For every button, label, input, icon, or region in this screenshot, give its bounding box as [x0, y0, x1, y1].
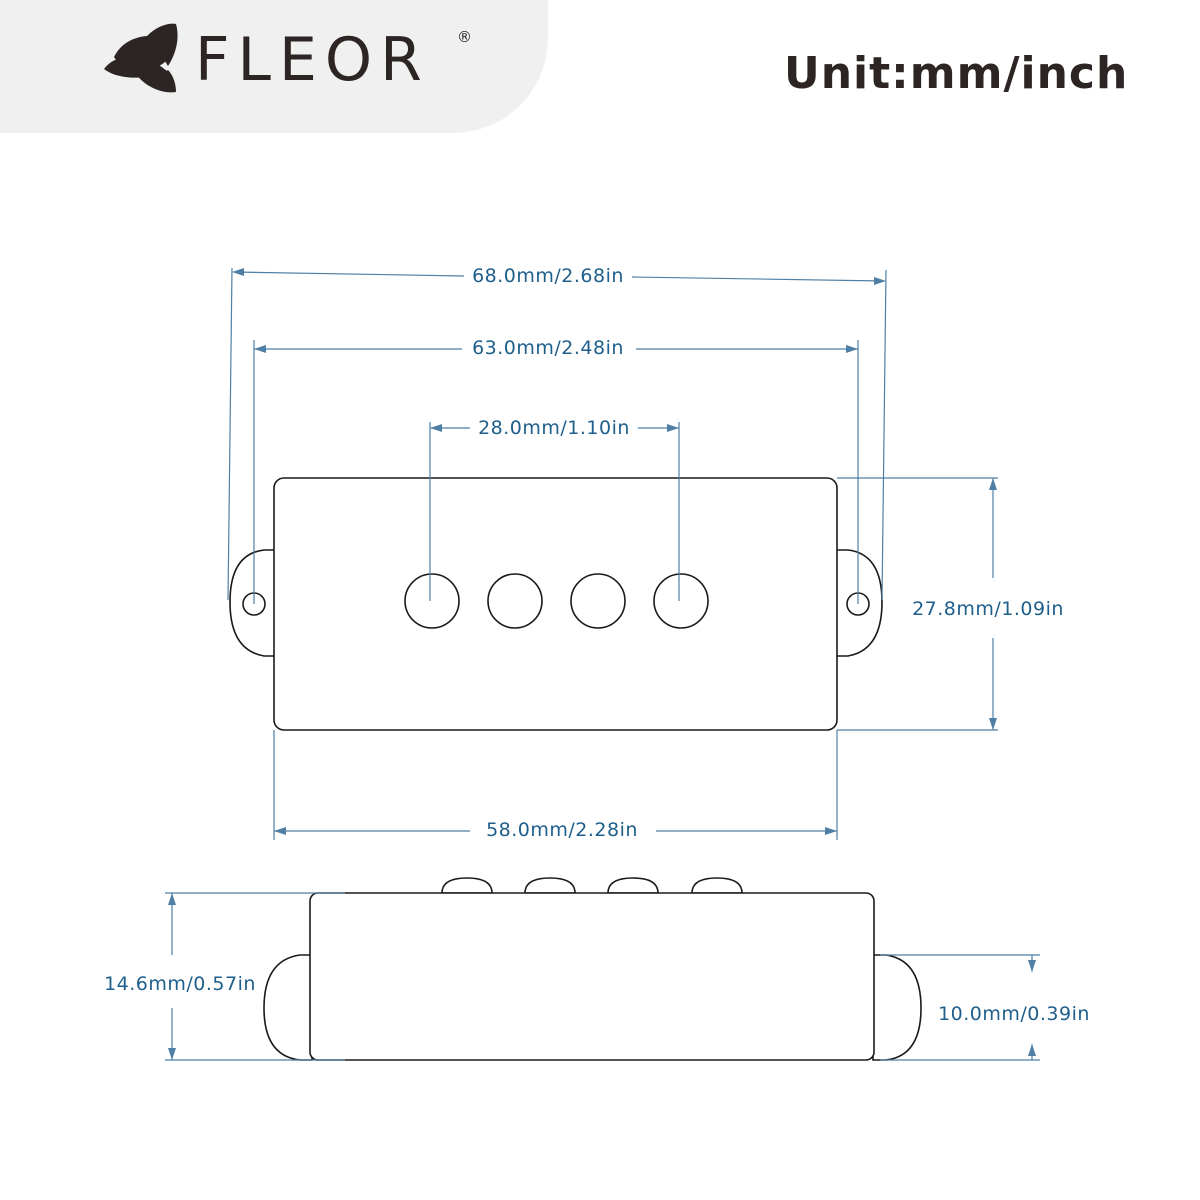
- side-pole-1: [441, 877, 493, 894]
- dimension-body-width: 27.8mm/1.09in: [837, 477, 1064, 731]
- ear-height-label: 10.0mm/0.39in: [938, 1003, 1090, 1025]
- header-panel: [0, 0, 548, 133]
- pickup-body-top: [273, 477, 838, 731]
- brand-name: FLEOR: [195, 25, 430, 95]
- dimension-body-height: 14.6mm/0.57in: [104, 892, 345, 1061]
- dimension-hole-spacing: 63.0mm/2.48in: [253, 337, 859, 604]
- side-pole-2: [524, 877, 576, 894]
- pickup-top-view: [229, 477, 883, 731]
- side-left-ear: [263, 954, 313, 1061]
- pole-spacing-label: 28.0mm/1.10in: [478, 417, 630, 439]
- dimension-pole-spacing: 28.0mm/1.10in: [429, 417, 680, 601]
- hole-spacing-label: 63.0mm/2.48in: [472, 337, 624, 359]
- overall-width-label: 68.0mm/2.68in: [472, 265, 624, 287]
- body-width-label: 27.8mm/1.09in: [912, 598, 1064, 620]
- registered-mark: ®: [457, 28, 472, 46]
- dimension-ear-height: 10.0mm/0.39in: [880, 954, 1090, 1061]
- pickup-body-side: [309, 892, 875, 1061]
- leaf-logo-icon: [104, 23, 178, 93]
- fleor-logo: [104, 23, 178, 93]
- body-height-label: 14.6mm/0.57in: [104, 973, 256, 995]
- pickup-side-view: [263, 877, 922, 1061]
- side-right-ear: [872, 954, 922, 1061]
- side-pole-4: [691, 877, 743, 894]
- dimension-overall-width: 68.0mm/2.68in: [227, 265, 887, 601]
- dimension-body-length: 58.0mm/2.28in: [273, 730, 838, 841]
- pole-piece-2: [487, 573, 543, 629]
- pole-piece-4: [653, 573, 709, 629]
- unit-label: Unit:mm/inch: [784, 48, 1129, 99]
- pole-piece-1: [404, 573, 460, 629]
- side-pole-3: [607, 877, 659, 894]
- pole-piece-3: [570, 573, 626, 629]
- body-length-label: 58.0mm/2.28in: [486, 819, 638, 841]
